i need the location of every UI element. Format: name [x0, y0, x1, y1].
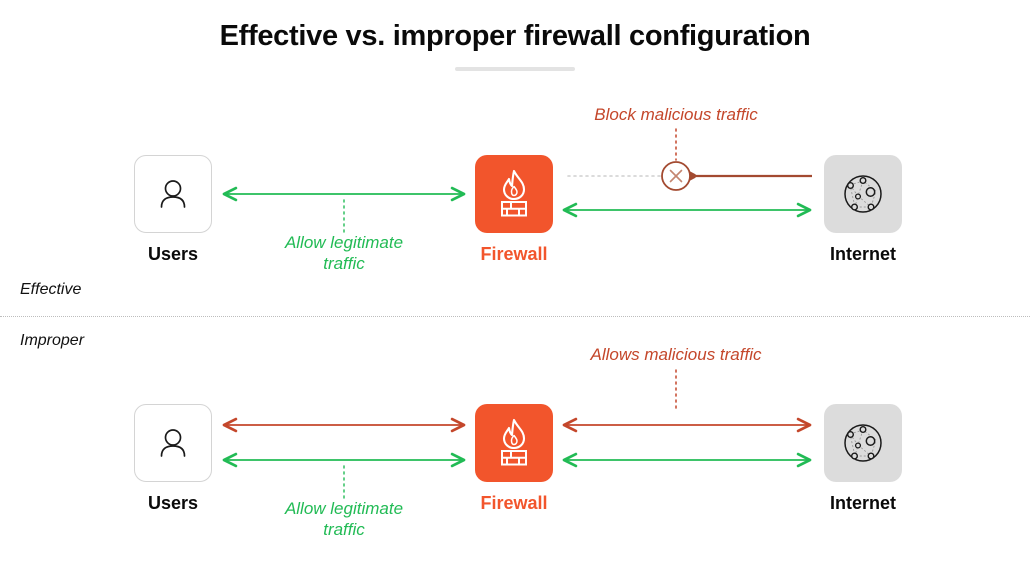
section-label-improper: Improper: [20, 332, 85, 349]
firewall-flame-icon: [501, 418, 527, 466]
node-firewall-effective[interactable]: [475, 155, 553, 233]
globe-network-icon: [844, 175, 882, 213]
annotation-malicious-improper: Allows malicious traffic: [526, 344, 826, 365]
annotation-malicious-improper-line1: Allows malicious traffic: [590, 345, 762, 364]
node-label-firewall-improper: Firewall: [480, 493, 548, 513]
annotation-block-effective: Block malicious traffic: [526, 104, 826, 125]
node-label-firewall-effective: Firewall: [480, 244, 548, 264]
node-label-users-improper: Users: [147, 493, 199, 513]
annotation-allow-effective: Allow legitimate traffic: [244, 232, 444, 275]
annotation-allow-improper: Allow legitimate traffic: [244, 498, 444, 541]
node-label-internet-improper: Internet: [829, 493, 896, 513]
annotation-allow-improper-line1: Allow legitimate: [284, 499, 404, 518]
user-icon: [160, 429, 186, 457]
node-label-internet-effective: Internet: [829, 244, 896, 264]
user-icon: [160, 180, 186, 208]
section-label-effective: Effective: [20, 281, 82, 298]
node-users-effective[interactable]: [134, 155, 212, 233]
node-firewall-improper[interactable]: [475, 404, 553, 482]
annotation-allow-improper-line2: traffic: [323, 520, 365, 540]
globe-network-icon: [844, 424, 882, 462]
firewall-flame-icon: [501, 169, 527, 217]
node-users-improper[interactable]: [134, 404, 212, 482]
page-title: Effective vs. improper firewall configur…: [219, 20, 811, 52]
title-underline: [455, 67, 575, 71]
section-divider: [0, 316, 1030, 317]
annotation-block-effective-line1: Block malicious traffic: [594, 105, 758, 124]
node-label-users-effective: Users: [147, 244, 199, 264]
annotation-allow-effective-line1: Allow legitimate: [284, 233, 404, 252]
blocked-x-icon: [661, 161, 691, 191]
node-internet-improper[interactable]: [824, 404, 902, 482]
annotation-allow-effective-line2: traffic: [323, 254, 365, 274]
node-internet-effective[interactable]: [824, 155, 902, 233]
